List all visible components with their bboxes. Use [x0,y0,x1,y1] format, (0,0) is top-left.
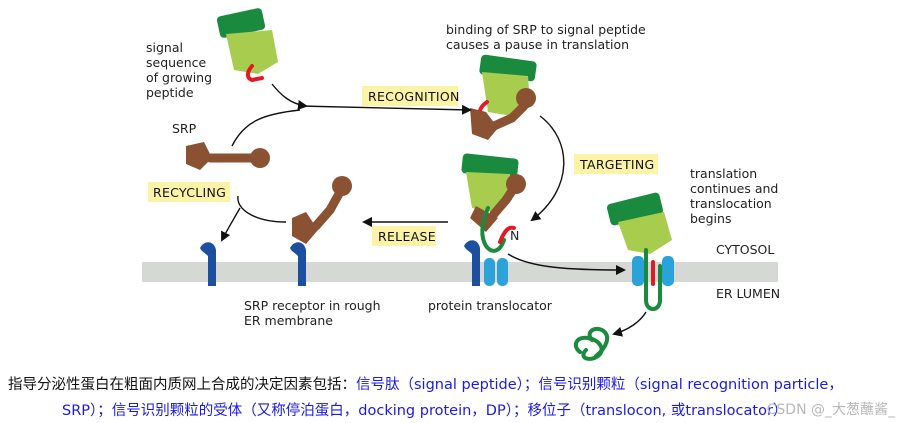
ribosome-1 [216,8,278,83]
step-targeting: TARGETING [579,157,655,172]
srp-free [186,142,270,170]
label-signal-sequence: signal sequence of growing peptide [146,40,216,100]
step-recycling-box [148,182,230,202]
srp-released [292,176,352,244]
ribosome-3 [461,153,526,253]
label-n-terminus: N [510,228,519,243]
label-translation-continues: translation continues and translocation … [690,166,782,226]
step-recognition-box [362,86,458,106]
label-cytosol: CYTOSOL [716,242,774,257]
step-release-box [372,226,436,246]
srp-receptor-2 [290,242,306,286]
watermark: CSDN @_大葱蘸酱_ [766,402,895,418]
ribosome-4 [606,192,672,311]
caption-line-1: 指导分泌性蛋白在粗面内质网上合成的决定因素包括：信号肽（signal pepti… [8,373,909,397]
step-recognition: RECOGNITION [368,89,460,104]
srp-pathway-diagram: RECOGNITION TARGETING RELEASE RECYCLING … [142,8,782,361]
step-release: RELEASE [378,229,436,244]
arrow-recycling [221,207,241,242]
arrow-to-free-srp [237,195,287,223]
srp-receptor-3 [464,240,480,286]
caption-prefix: 指导分泌性蛋白在粗面内质网上合成的决定因素包括： [8,377,356,393]
step-targeting-box [574,154,658,174]
label-binding-note: binding of SRP to signal peptide causes … [446,22,650,52]
step-recycling: RECYCLING [153,185,226,200]
arrow-translocation [507,253,626,275]
label-protein-translocator: protein translocator [428,298,553,313]
arrow-targeting [530,115,565,222]
label-srp: SRP [172,121,197,136]
srp-receptor-1 [200,242,216,286]
ribosome-2 [470,54,537,140]
protein-translocator-2 [632,256,674,286]
arrow-recycling-curve [231,109,301,147]
arrow-to-folded-protein [612,311,647,337]
label-srp-receptor: SRP receptor in rough ER membrane [244,298,385,328]
arrow-srp-to-recognition [271,83,308,110]
label-er-lumen: ER LUMEN [716,286,780,301]
folded-protein [573,327,610,361]
arrow-recognition [299,104,472,115]
er-membrane [142,262,778,282]
caption-terms-2: SRP）；信号识别颗粒的受体（又称停泊蛋白，docking protein，DP… [62,403,788,419]
caption-line-2: SRP）；信号识别颗粒的受体（又称停泊蛋白，docking protein，DP… [62,399,909,423]
caption-terms-1: 信号肽（signal peptide）；信号识别颗粒（signal recogn… [356,377,843,393]
protein-translocator-1 [484,258,508,286]
